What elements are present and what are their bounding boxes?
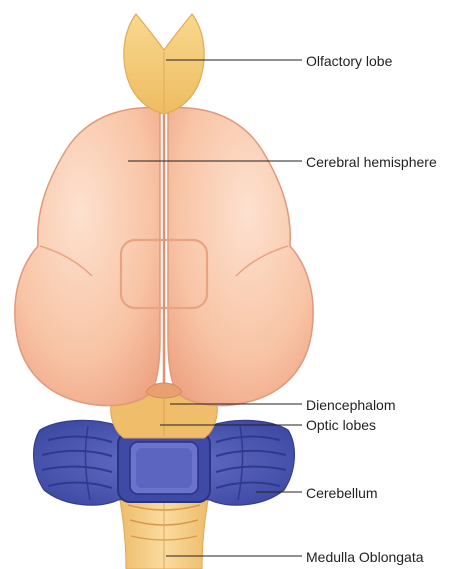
left-hemisphere bbox=[15, 108, 160, 406]
label-cerebral-hemisphere: Cerebral hemisphere bbox=[306, 154, 437, 170]
olfactory-lobes bbox=[124, 14, 204, 114]
label-medulla-oblongata: Medulla Oblongata bbox=[306, 549, 424, 565]
label-olfactory-lobe: Olfactory lobe bbox=[306, 53, 392, 69]
right-hemisphere bbox=[168, 108, 313, 406]
label-diencephalom: Diencephalom bbox=[306, 397, 396, 413]
label-cerebellum: Cerebellum bbox=[306, 485, 378, 501]
label-optic-lobes: Optic lobes bbox=[306, 417, 376, 433]
cerebral-hemispheres bbox=[15, 108, 313, 406]
